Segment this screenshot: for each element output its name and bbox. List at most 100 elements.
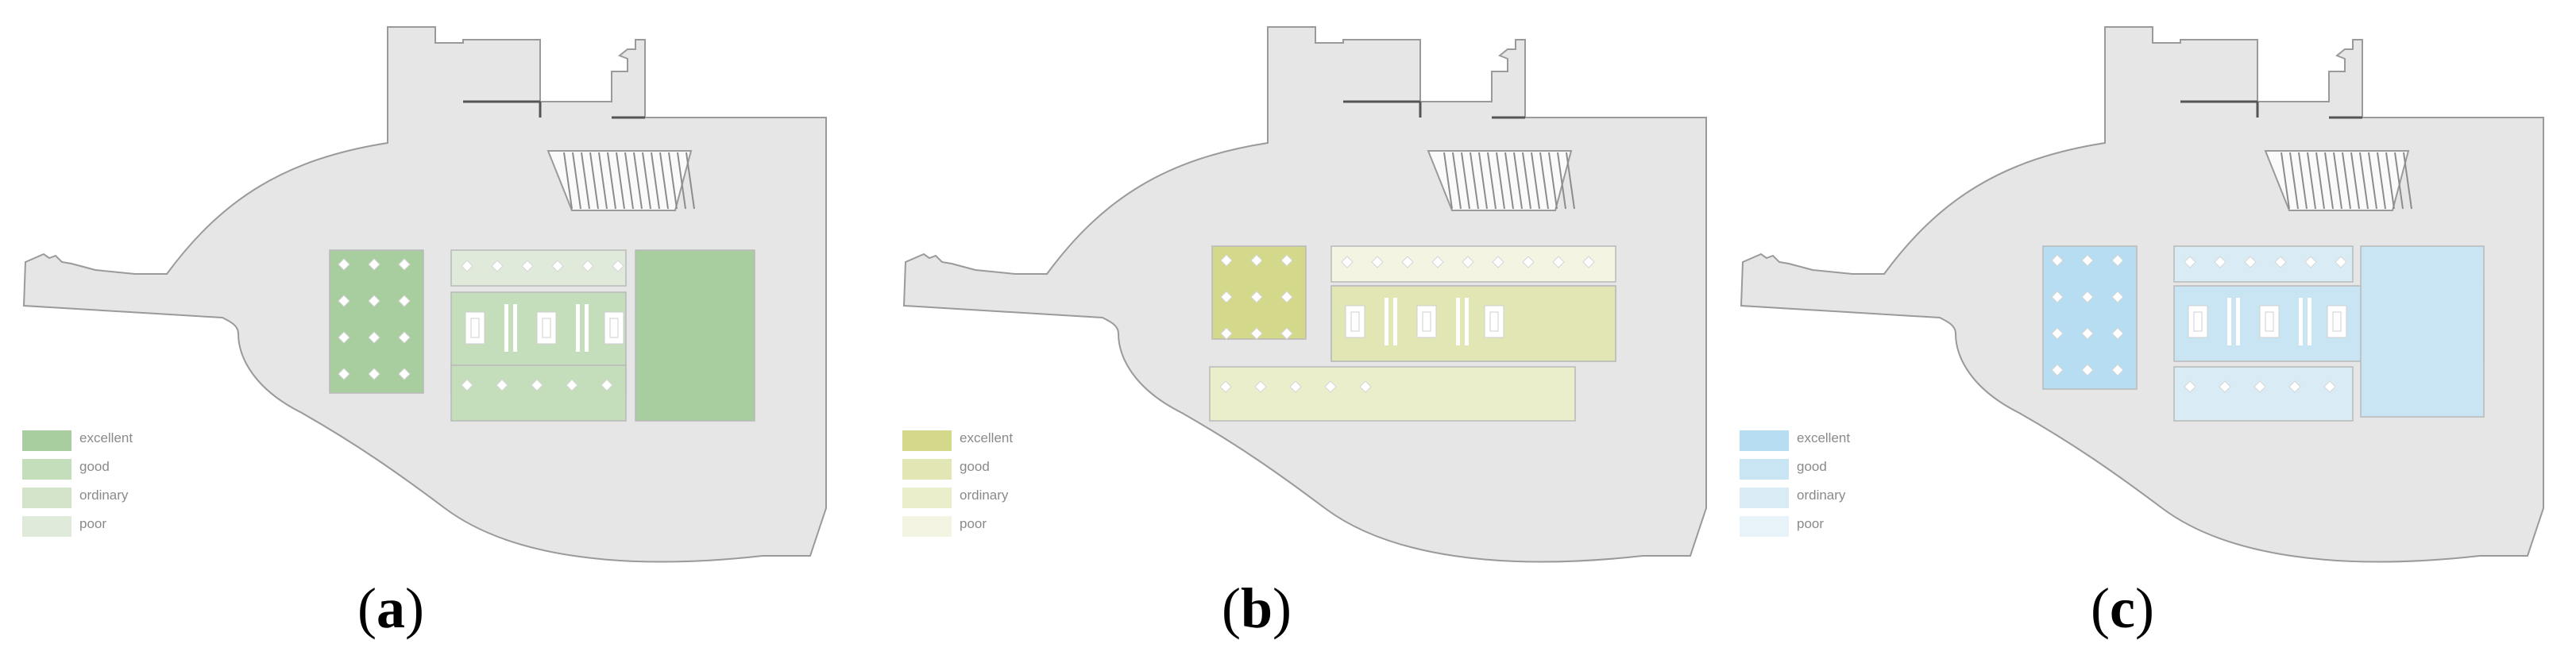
column-marker — [338, 368, 350, 380]
room-box — [1484, 305, 1504, 338]
column-marker — [2051, 327, 2064, 340]
legend-label-poor: poor — [960, 516, 987, 531]
column-marker — [531, 379, 543, 391]
legend-label-poor: poor — [1797, 516, 1825, 531]
room-inner — [2193, 311, 2203, 332]
zone-top-strip — [450, 249, 627, 287]
caption-c: (c) — [2091, 576, 2154, 640]
column-marker — [2214, 256, 2226, 268]
shelf-bar — [504, 304, 508, 352]
column-marker — [1431, 256, 1444, 268]
column-marker — [2335, 256, 2347, 268]
column-marker — [601, 379, 613, 391]
room-inner — [542, 318, 551, 338]
column-marker — [368, 258, 380, 271]
floor-plan-a — [22, 26, 827, 563]
room-box — [1345, 305, 1365, 338]
panel-a: excellent good ordinary poor (a) — [0, 0, 859, 667]
stair-step — [2315, 152, 2325, 210]
column-marker — [461, 379, 473, 391]
legend-label-good: good — [960, 459, 990, 474]
staircase — [1427, 150, 1575, 211]
stair-step — [1548, 152, 1558, 210]
zone-right-block — [635, 249, 755, 422]
column-marker — [2051, 291, 2064, 303]
fixture-group — [2051, 254, 2347, 393]
stair-step — [659, 152, 669, 210]
column-marker — [2111, 291, 2124, 303]
legend-label-poor: poor — [79, 516, 107, 531]
fixture-group — [338, 258, 624, 391]
column-marker — [1359, 380, 1372, 393]
legend-label-ordinary: ordinary — [79, 488, 129, 503]
caption-a: (a) — [357, 576, 424, 640]
swatch-poor — [22, 516, 71, 537]
swatch-ordinary — [22, 488, 71, 508]
stair-step — [1531, 152, 1540, 210]
shelf-bar — [576, 304, 580, 352]
stair-step — [1539, 152, 1549, 210]
swatch-poor — [1740, 516, 1789, 537]
shelf-bar — [513, 304, 517, 352]
shelf-bar — [1385, 298, 1388, 345]
stair-step — [1478, 152, 1488, 210]
column-marker — [1371, 256, 1384, 268]
column-marker — [2111, 327, 2124, 340]
stair-step — [2377, 152, 2386, 210]
column-marker — [398, 258, 411, 271]
swatch-poor — [902, 516, 952, 537]
room-box — [2259, 305, 2280, 338]
caption-letter-b: b — [1240, 576, 1273, 640]
column-marker — [2081, 291, 2094, 303]
column-marker — [581, 260, 594, 272]
stair-step — [677, 152, 686, 210]
stair-step — [2394, 152, 2404, 210]
column-marker — [1324, 380, 1337, 393]
shelf-bar — [1465, 298, 1469, 345]
column-marker — [2081, 364, 2094, 376]
room-inner — [1489, 311, 1499, 332]
shelf-bar — [585, 304, 589, 352]
stair-step — [686, 152, 695, 210]
column-marker — [1219, 380, 1232, 393]
column-marker — [491, 260, 504, 272]
column-marker — [1250, 291, 1263, 303]
shelf-bar — [2236, 298, 2240, 345]
stair-step — [598, 152, 608, 210]
floor-plan-c — [1740, 26, 2544, 563]
column-marker — [1552, 256, 1565, 268]
room-inner — [2265, 311, 2274, 332]
stair-step — [642, 152, 651, 210]
stair-step — [2281, 152, 2290, 210]
legend-label-good: good — [1797, 459, 1827, 474]
legend-label-ordinary: ordinary — [1797, 488, 1846, 503]
legend-label-excellent: excellent — [79, 430, 133, 445]
column-marker — [1492, 256, 1504, 268]
stair-step — [607, 152, 616, 210]
caption-letter-a: a — [376, 576, 405, 640]
swatch-excellent — [22, 430, 71, 451]
room-box — [2327, 305, 2347, 338]
stair-step — [1452, 152, 1462, 210]
column-marker — [1280, 254, 1293, 267]
column-marker — [1341, 256, 1354, 268]
column-marker — [368, 331, 380, 344]
column-marker — [2184, 256, 2196, 268]
zone-bottom-strip — [2173, 366, 2354, 422]
column-marker — [1220, 291, 1233, 303]
shelf-bar — [2308, 298, 2311, 345]
stair-step — [651, 152, 660, 210]
room-inner — [1422, 311, 1431, 332]
stair-step — [1522, 152, 1531, 210]
column-marker — [2288, 380, 2301, 393]
room-box — [2188, 305, 2208, 338]
column-marker — [2304, 256, 2317, 268]
swatch-ordinary — [1740, 488, 1789, 508]
swatch-excellent — [1740, 430, 1789, 451]
room-inner — [1350, 311, 1360, 332]
stair-step — [2307, 152, 2316, 210]
column-marker — [461, 260, 473, 272]
caption-letter-c: c — [2109, 576, 2135, 640]
legend-label-excellent: excellent — [960, 430, 1014, 445]
